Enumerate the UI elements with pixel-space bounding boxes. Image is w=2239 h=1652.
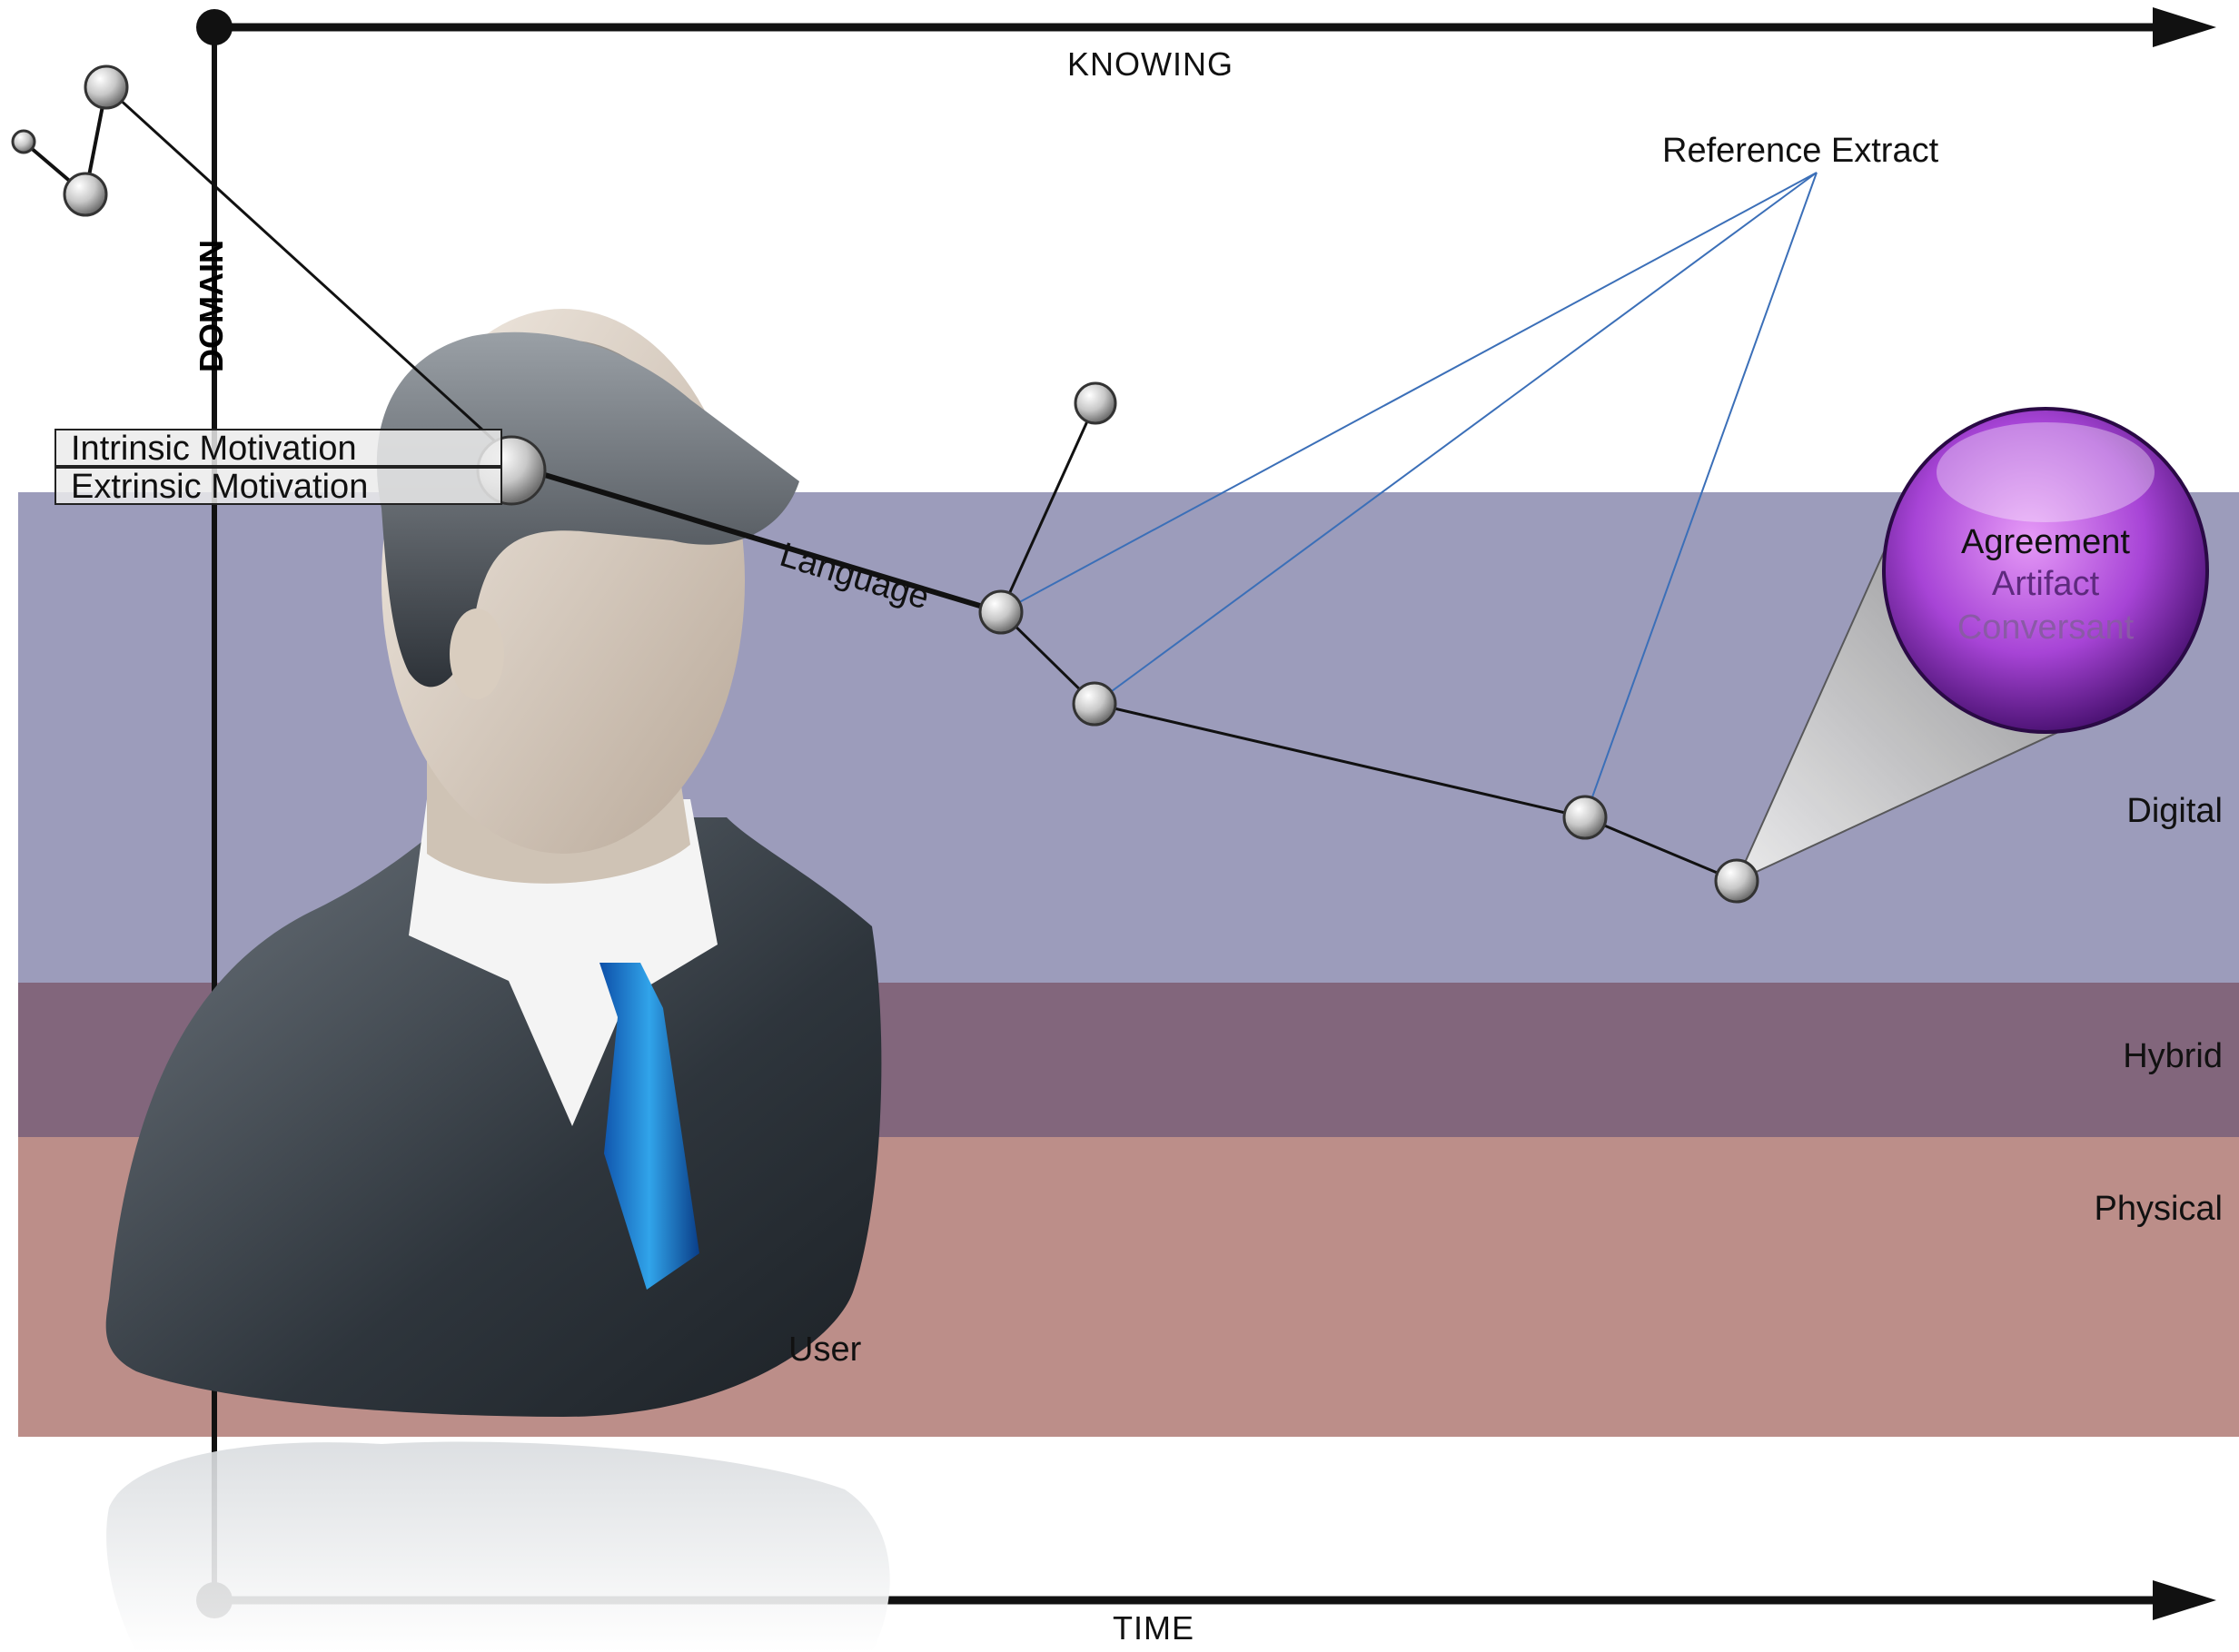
ear: [450, 608, 504, 699]
agreement-bubble: [1882, 407, 2209, 734]
node-corner-bottom: [63, 172, 108, 217]
reference-line-1: [1000, 172, 1818, 613]
node-lower: [1072, 681, 1117, 727]
time-arrowhead: [2153, 1580, 2216, 1620]
knowing-arrowhead: [2153, 7, 2216, 47]
knowing-axis-label: KNOWING: [1067, 45, 1233, 83]
edge-extract-to-agreement-node: [1584, 816, 1738, 883]
shirt-collar: [409, 799, 718, 1126]
bubble-text-artifact: Artifact: [1991, 565, 2100, 603]
reference-extract-label: Reference Extract: [1662, 132, 1939, 170]
extrinsic-motivation-box: Extrinsic Motivation: [54, 467, 502, 505]
node-language: [978, 589, 1024, 635]
bubble-text-agreement: Agreement: [1961, 523, 2130, 561]
knowing-axis-origin: [196, 9, 233, 45]
hair: [376, 331, 799, 688]
edge-corner-to-motivation: [104, 85, 506, 451]
node-agreement: [1714, 858, 1759, 904]
domain-axis-label: DOMAIN: [193, 240, 230, 372]
node-corner-small: [11, 129, 36, 154]
intrinsic-motivation-box: Intrinsic Motivation: [54, 429, 502, 467]
tie: [599, 963, 699, 1290]
figure-reflection: [106, 1441, 890, 1652]
band-label-physical: Physical: [2094, 1190, 2224, 1228]
reference-line-2: [1094, 172, 1818, 705]
band-label-hybrid: Hybrid: [2123, 1037, 2223, 1075]
time-axis-label: TIME: [1113, 1609, 1194, 1647]
bubble-text-conversant: Conversant: [1957, 608, 2135, 647]
node-extract: [1562, 795, 1608, 840]
node-corner-top: [84, 64, 129, 110]
suit-body: [105, 817, 882, 1417]
edge-lower-to-extract-node: [1094, 702, 1586, 819]
edge-language-to-top-node: [999, 402, 1097, 613]
user-label: User: [788, 1331, 862, 1369]
reference-line-3: [1584, 172, 1818, 818]
bubble-highlight: [1937, 422, 2155, 522]
node-top: [1074, 381, 1117, 425]
band-label-digital: Digital: [2126, 792, 2223, 830]
edge-motivation-to-language: [535, 470, 1002, 615]
